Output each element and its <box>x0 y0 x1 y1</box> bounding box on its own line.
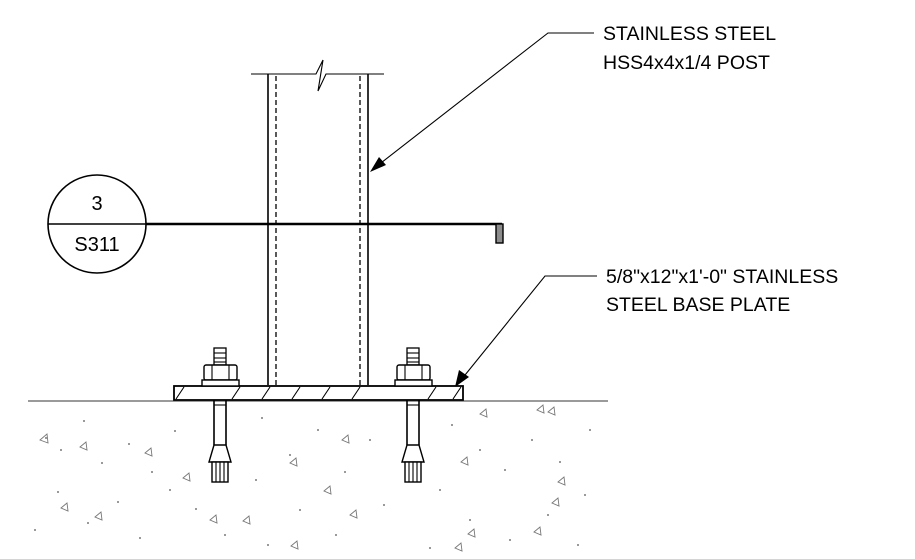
plate-leader-arrow <box>455 370 469 387</box>
hss-post <box>251 59 384 385</box>
anchor-bolt-left <box>201 347 240 483</box>
post-callout-line-1: STAINLESS STEEL <box>603 23 776 45</box>
anchor-bolt-right <box>394 347 433 483</box>
concrete-pattern <box>34 404 591 552</box>
post-callout: STAINLESS STEEL HSS4x4x1/4 POST <box>370 23 776 172</box>
post-leader-arrow <box>370 157 386 172</box>
base-plate-callout: 5/8"x12"x1'-0" STAINLESS STEEL BASE PLAT… <box>455 266 838 387</box>
post-break-line <box>251 59 384 92</box>
section-number: 3 <box>91 193 102 215</box>
plate-callout-line-1: 5/8"x12"x1'-0" STAINLESS <box>606 266 838 288</box>
section-marker: 3 S311 <box>47 174 147 274</box>
plate-callout-line-2: STEEL BASE PLATE <box>606 294 790 316</box>
base-plate <box>173 385 464 401</box>
plate-leader-line <box>460 275 597 381</box>
post-leader-line <box>376 32 594 167</box>
section-sheet: S311 <box>74 234 119 256</box>
post-callout-line-2: HSS4x4x1/4 POST <box>603 52 770 74</box>
base-plate-outline <box>173 385 464 401</box>
section-cut <box>146 222 504 244</box>
section-cut-end-tick <box>495 223 504 244</box>
